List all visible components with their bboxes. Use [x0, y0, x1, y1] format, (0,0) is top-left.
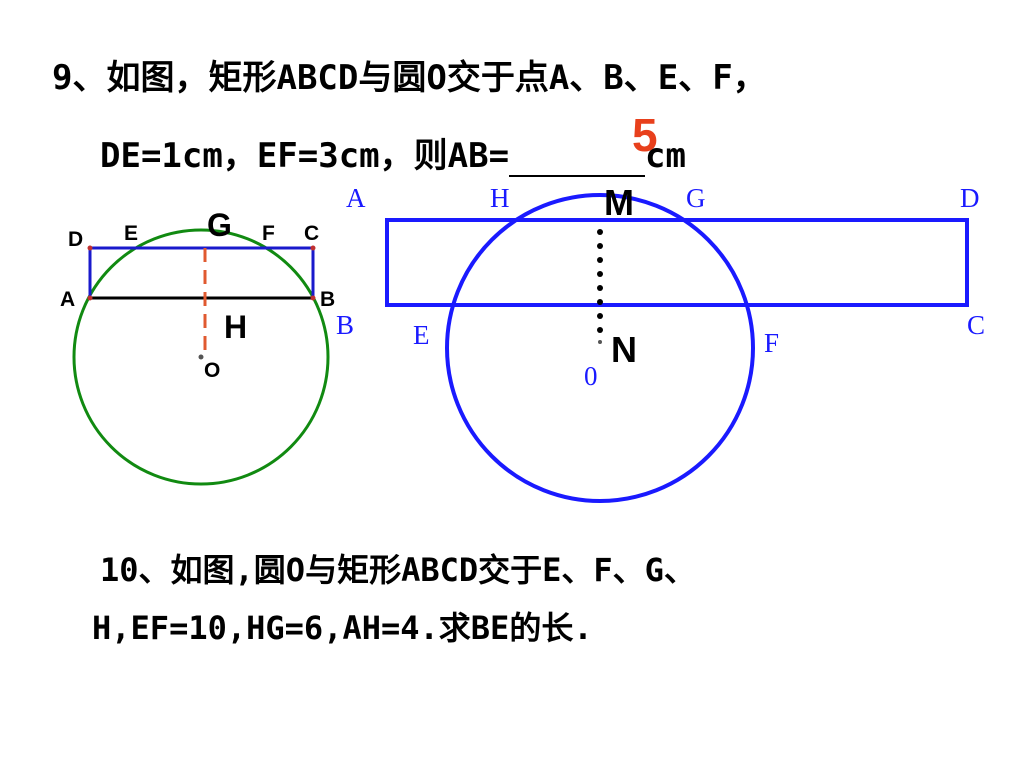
left-label-b: B [320, 288, 335, 311]
right-label-c: C [967, 310, 985, 340]
left-point-d [87, 245, 93, 251]
answer-value: 5 [632, 109, 658, 161]
right-label-a: A [346, 183, 366, 213]
left-center-o [198, 354, 204, 360]
figure-right: A H M G D B E N F C 0 [336, 182, 985, 503]
left-point-a [87, 295, 93, 301]
right-label-e: E [413, 320, 430, 350]
dot [597, 229, 603, 235]
right-label-f: F [764, 328, 779, 358]
right-label-o: 0 [584, 361, 598, 391]
dot [597, 327, 603, 333]
left-label-o: O [204, 359, 220, 382]
figure-left: D E G F C A B H O [60, 207, 335, 486]
left-circle-o [72, 228, 330, 486]
dot [597, 257, 603, 263]
answer-blank [509, 141, 646, 177]
left-label-g: G [207, 207, 232, 243]
right-label-g: G [686, 183, 706, 213]
left-label-f: F [262, 222, 275, 245]
right-label-n: N [611, 329, 637, 370]
left-point-c [310, 245, 316, 251]
left-label-d: D [68, 228, 83, 251]
left-label-h: H [224, 309, 247, 345]
right-label-h: H [490, 183, 510, 213]
problem-9-unit: cm [645, 136, 686, 176]
problem-10-statement: 10、如图,圆O与矩形ABCD交于E、F、G、 [100, 551, 696, 589]
problem-10-question: H,EF=10,HG=6,AH=4.求BE的长. [92, 609, 593, 647]
problem-9-question: DE=1cm，EF=3cm，则AB= cm [100, 128, 686, 177]
left-label-a: A [60, 288, 75, 311]
left-label-c: C [304, 222, 319, 245]
problem-9-given: DE=1cm，EF=3cm，则AB= [100, 136, 510, 176]
right-center-o [598, 340, 602, 344]
dot [597, 299, 603, 305]
right-dotted-line-mn [597, 229, 603, 344]
left-label-e: E [124, 222, 138, 245]
right-label-d: D [960, 183, 980, 213]
dot [597, 313, 603, 319]
right-label-b: B [336, 310, 354, 340]
right-rectangle-abcd [385, 218, 969, 307]
dot [597, 271, 603, 277]
right-label-m: M [604, 182, 634, 223]
problem-9-statement: 9、如图，矩形ABCD与圆O交于点A、B、E、F， [52, 58, 767, 98]
dot [597, 243, 603, 249]
left-point-b [310, 295, 316, 301]
dot [597, 285, 603, 291]
right-circle-o [445, 193, 755, 503]
